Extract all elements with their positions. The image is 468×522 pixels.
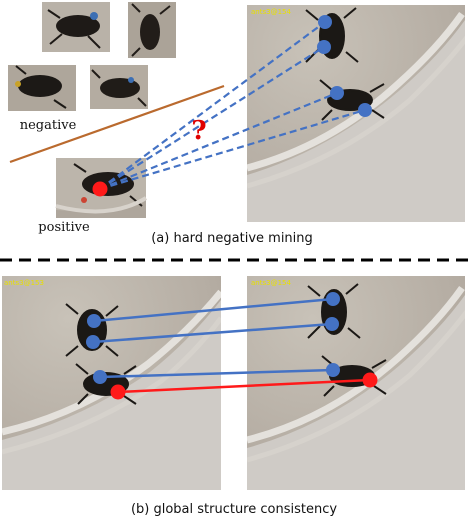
frame-a: ants3@154 <box>247 5 465 222</box>
separator-line <box>9 84 225 164</box>
candidate-line <box>99 46 325 190</box>
positive-point-right <box>362 372 378 388</box>
question-mark: ? <box>191 116 206 146</box>
negative-patch-1 <box>42 2 110 52</box>
mismatch-line <box>117 378 371 394</box>
keypoint <box>325 317 339 331</box>
frame-b-right: ants3@154 <box>247 276 465 490</box>
candidate-points <box>317 15 372 117</box>
negative-point <box>317 40 331 54</box>
keypoint <box>326 363 340 377</box>
negative-patch-3 <box>8 65 76 111</box>
negative-patch-4 <box>90 65 148 109</box>
frame-b-right-label: ants3@154 <box>251 279 291 287</box>
negative-point <box>358 103 372 117</box>
candidate-line <box>99 91 338 191</box>
positive-point-left <box>110 384 126 400</box>
caption-a: (a) hard negative mining <box>151 231 313 246</box>
frame-b-left: ants3@153 <box>2 276 221 490</box>
match-points <box>86 292 340 384</box>
caption-b: (b) global structure consistency <box>131 502 337 517</box>
candidate-line <box>99 108 366 191</box>
negative-point <box>318 15 332 29</box>
negative-label: negative <box>20 118 77 133</box>
candidate-lines <box>99 21 366 191</box>
frame-b-left-label: ants3@153 <box>4 279 44 287</box>
candidate-line <box>99 21 326 190</box>
match-lines <box>92 297 371 394</box>
negative-point <box>330 86 344 100</box>
negative-patch-2 <box>128 2 176 58</box>
match-line <box>92 322 333 344</box>
match-line <box>99 368 334 379</box>
positive-label: positive <box>38 220 90 235</box>
frame-a-label: ants3@154 <box>251 8 291 16</box>
keypoint <box>326 292 340 306</box>
panel-a: negative positive ants3@154 <box>8 2 465 246</box>
keypoint <box>86 335 100 349</box>
panel-b: ants3@153 ants3@154 <box>2 276 465 517</box>
positive-point <box>92 181 108 197</box>
keypoint <box>93 370 107 384</box>
match-line <box>93 297 334 323</box>
keypoint <box>87 314 101 328</box>
